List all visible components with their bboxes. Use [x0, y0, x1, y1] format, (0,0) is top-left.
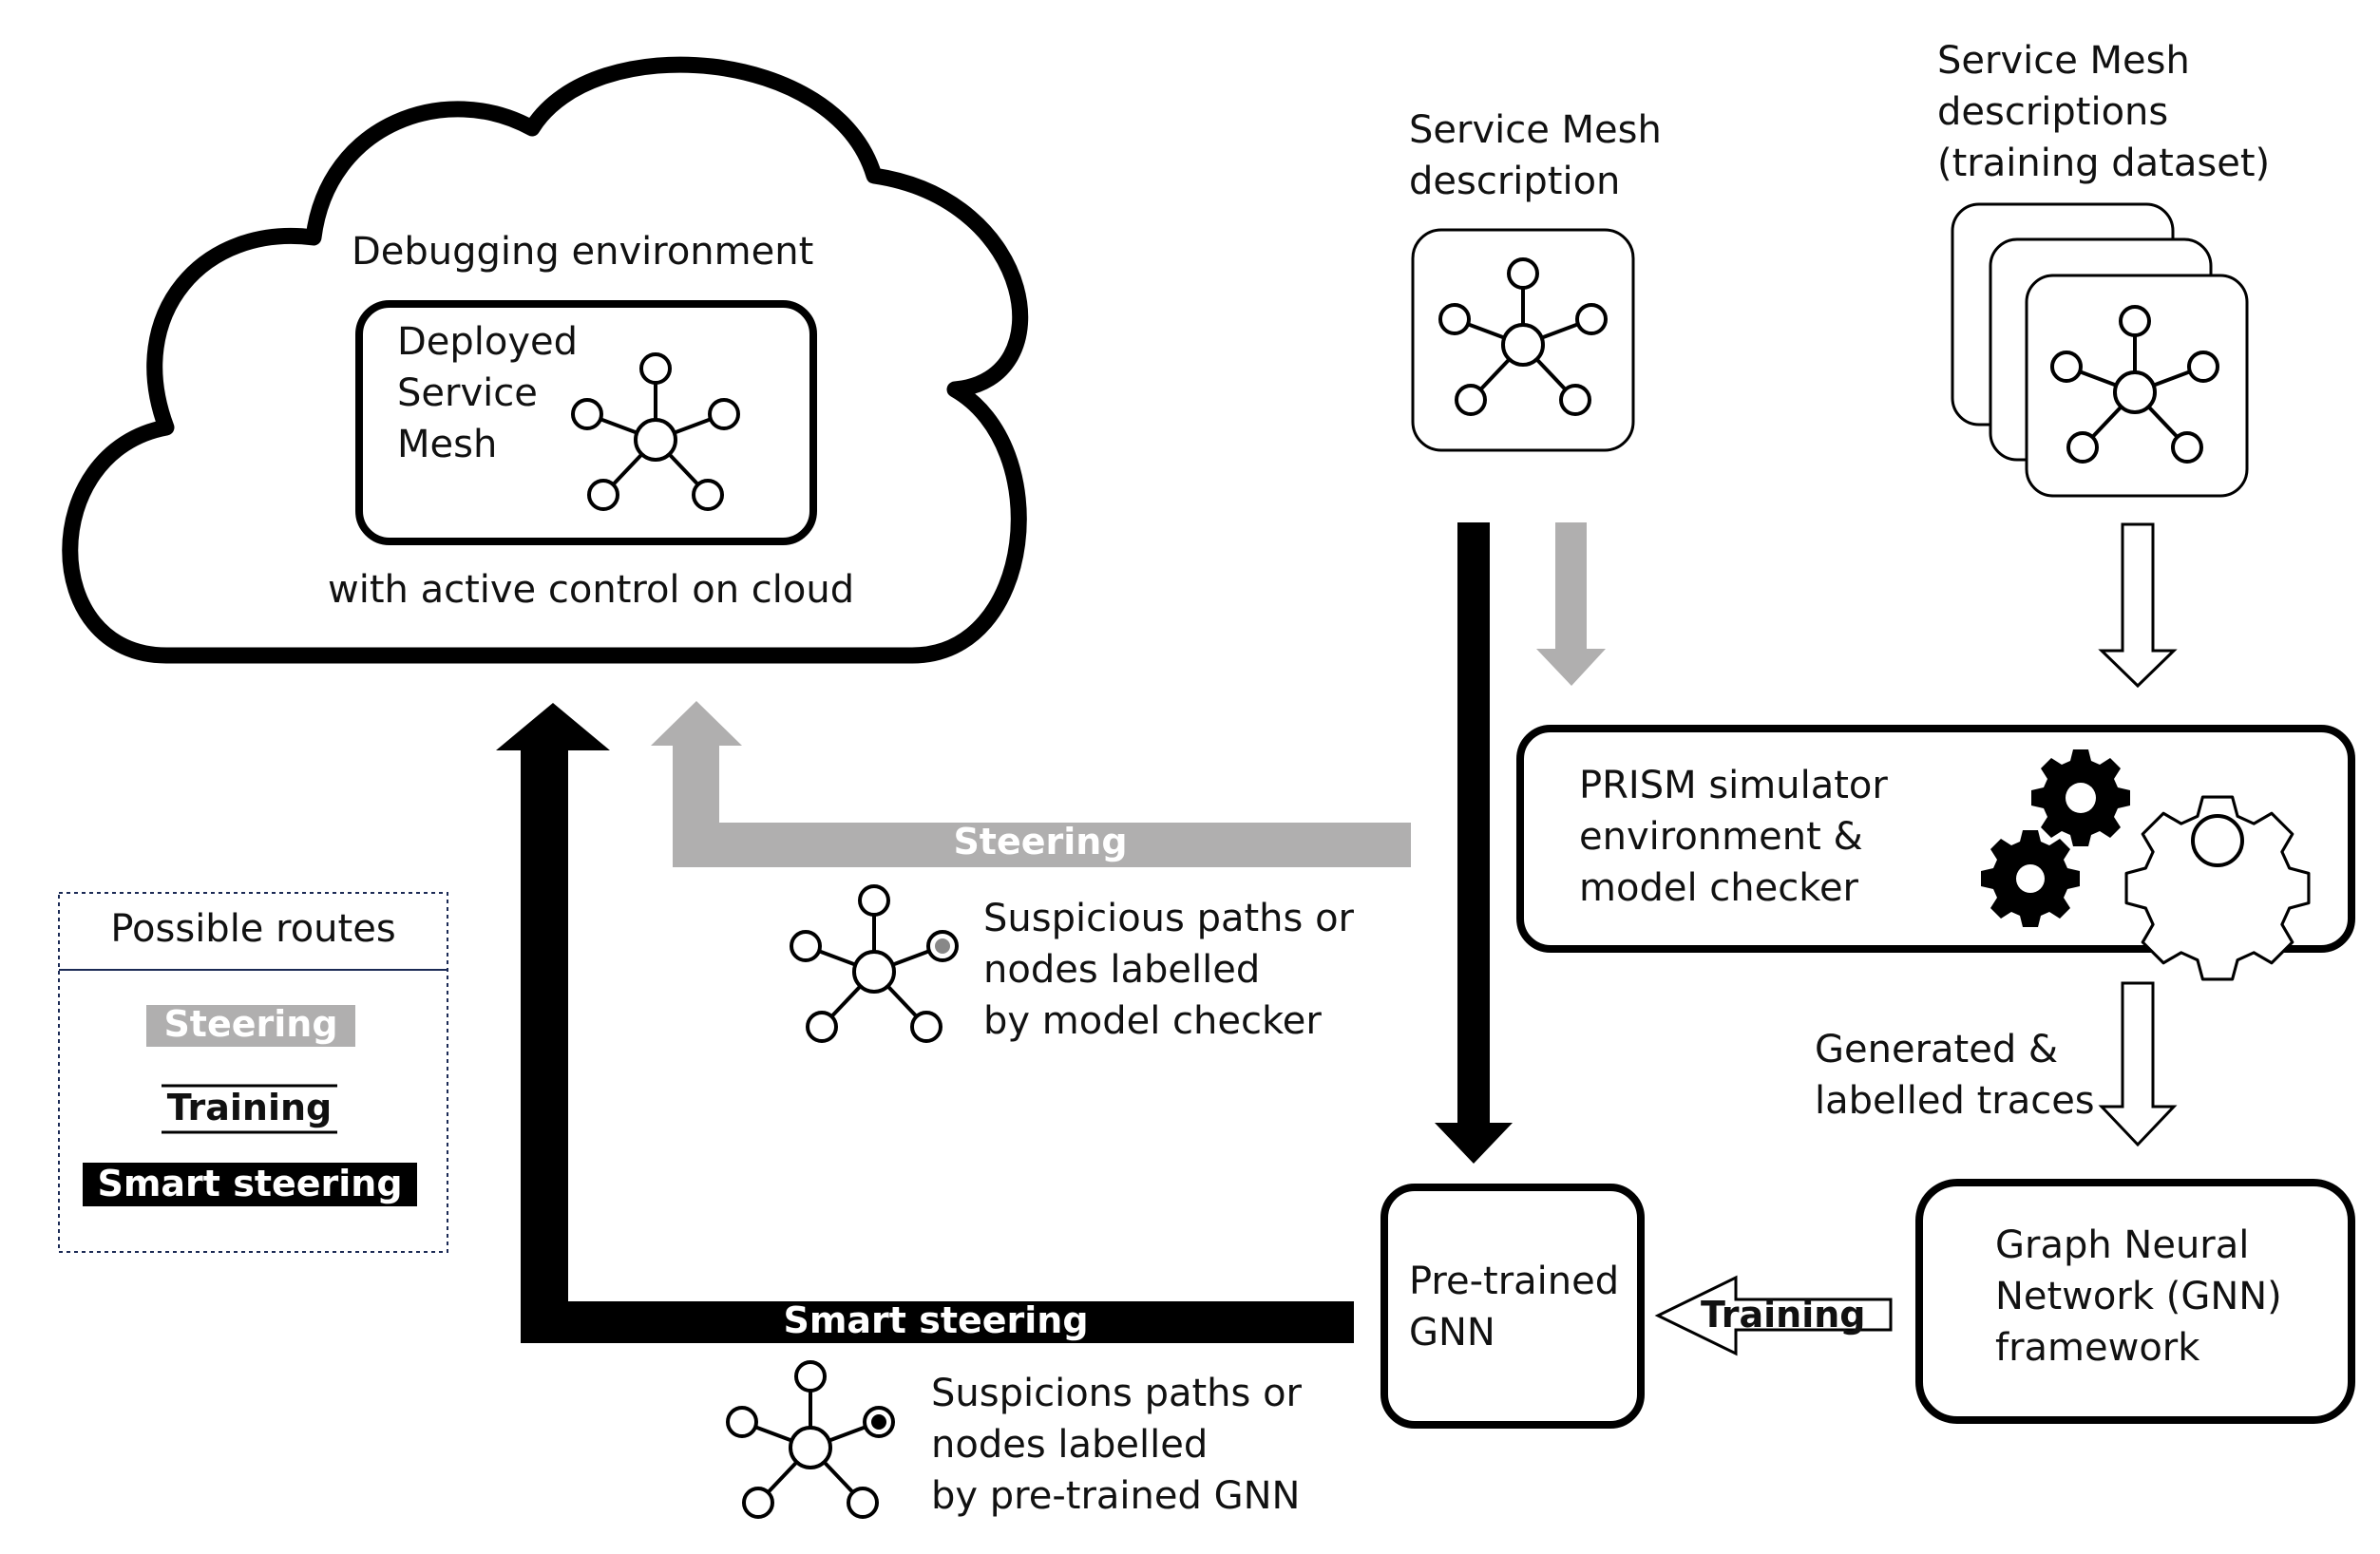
training-arrow-dataset: [2098, 522, 2178, 689]
training-edge-label: Training: [1701, 1294, 1866, 1336]
prism-label: PRISM simulator environment & model chec…: [1579, 764, 1888, 910]
pretrained-gnn-annotation: Suspicions paths or nodes labelled by pr…: [931, 1372, 1302, 1518]
steering-route: [651, 701, 1411, 867]
legend-training: Training: [166, 1087, 333, 1128]
training-arrow-traces: [2098, 981, 2178, 1147]
legend-smart-steering: Smart steering: [97, 1163, 403, 1204]
legend-steering: Steering: [163, 1003, 338, 1045]
pretrained-gnn-label: Pre-trained GNN: [1409, 1260, 1620, 1355]
gnn-framework-label: Graph Neural Network (GNN) framework: [1995, 1223, 2282, 1370]
legend-title: Possible routes: [110, 907, 396, 951]
pretrained-gnn-box: [1380, 1184, 1645, 1429]
gear-icon: [2124, 795, 2311, 981]
gear-icon: [1981, 749, 2130, 927]
mesh-icon: [726, 1360, 895, 1519]
smart-steering-arrow-down: [1435, 522, 1513, 1164]
smart-steering-label: Smart steering: [783, 1299, 1089, 1341]
model-checker-annotation: Suspicious paths or nodes labelled by mo…: [983, 897, 1354, 1043]
gnn-framework-box: [1915, 1179, 2355, 1424]
deployed-service-mesh-label: Deployed Service Mesh: [397, 320, 579, 466]
legend: [58, 892, 448, 1253]
cloud-title: Debugging environment: [352, 230, 814, 274]
training-dataset-label: Service Mesh descriptions (training data…: [1937, 39, 2271, 185]
steering-label: Steering: [953, 821, 1128, 862]
mesh-icon: [790, 884, 959, 1043]
steering-arrow-down: [1536, 522, 1606, 686]
cloud-footer: with active control on cloud: [328, 568, 855, 612]
generated-traces-label: Generated & labelled traces: [1815, 1028, 2095, 1123]
training-dataset-stack: [1951, 202, 2249, 498]
training-arrow-left: [1654, 1275, 1893, 1356]
service-mesh-description-label: Service Mesh description: [1409, 108, 1662, 203]
